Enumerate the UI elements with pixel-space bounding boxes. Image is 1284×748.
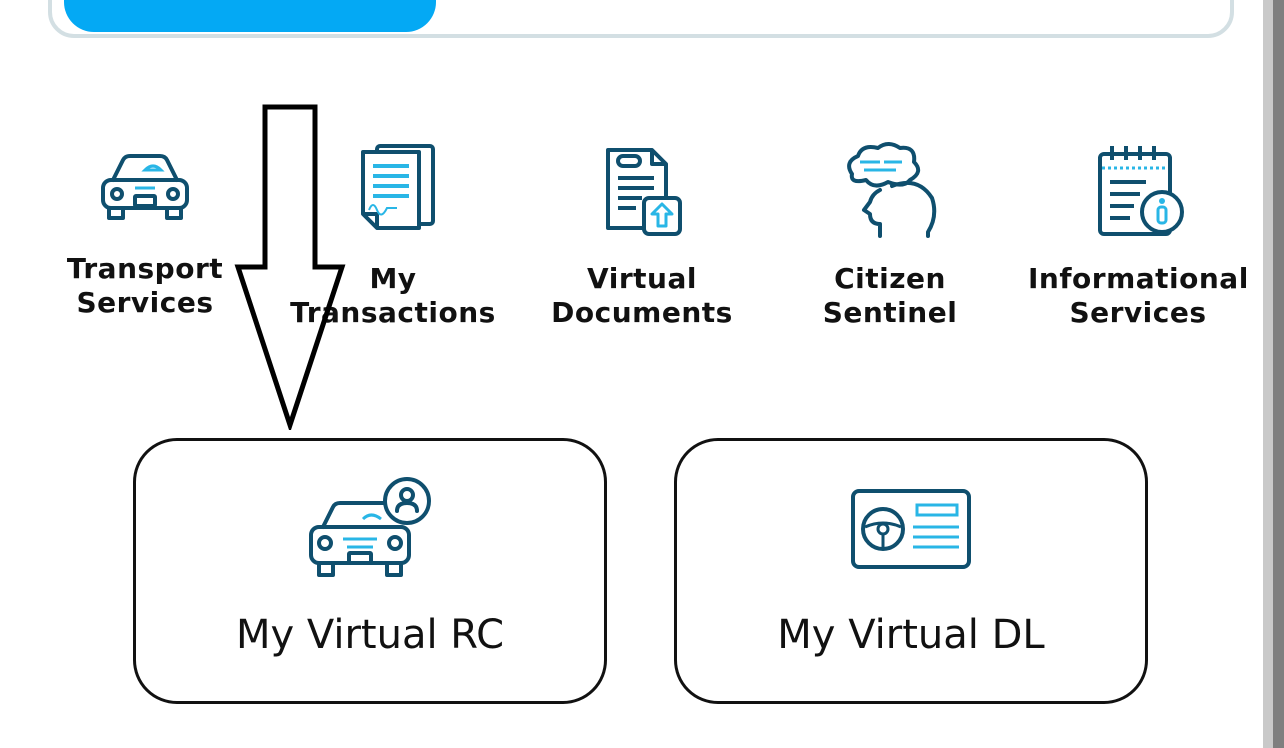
calendar-info-icon: [1098, 146, 1184, 236]
card-label: My Virtual DL: [777, 612, 1045, 658]
service-label: Informational Services: [1028, 262, 1249, 329]
car-user-icon: [309, 477, 431, 577]
service-label: Virtual Documents: [551, 262, 733, 329]
my-virtual-rc-card[interactable]: My Virtual RC: [133, 438, 607, 704]
service-transport[interactable]: Transport Services: [35, 140, 255, 320]
service-label: Citizen Sentinel: [822, 262, 958, 329]
card-label: My Virtual RC: [235, 612, 505, 658]
documents-icon: [361, 144, 435, 230]
service-citizen-sentinel[interactable]: Citizen Sentinel: [780, 140, 1000, 330]
top-blue-pill[interactable]: [64, 0, 436, 32]
scrollbar[interactable]: [1263, 0, 1284, 748]
service-informational[interactable]: Informational Services: [1028, 140, 1248, 330]
thinking-head-icon: [847, 142, 937, 238]
top-banner-card: [48, 0, 1234, 38]
my-virtual-dl-card[interactable]: My Virtual DL: [674, 438, 1148, 704]
license-card-icon: [851, 489, 971, 569]
service-virtual-documents[interactable]: Virtual Documents: [532, 140, 752, 330]
car-icon: [101, 154, 189, 220]
annotation-arrow-icon: [234, 104, 346, 430]
service-label: Transport Services: [66, 252, 224, 319]
service-my-transactions[interactable]: My Transactions: [283, 140, 503, 330]
document-upload-icon: [606, 148, 682, 236]
